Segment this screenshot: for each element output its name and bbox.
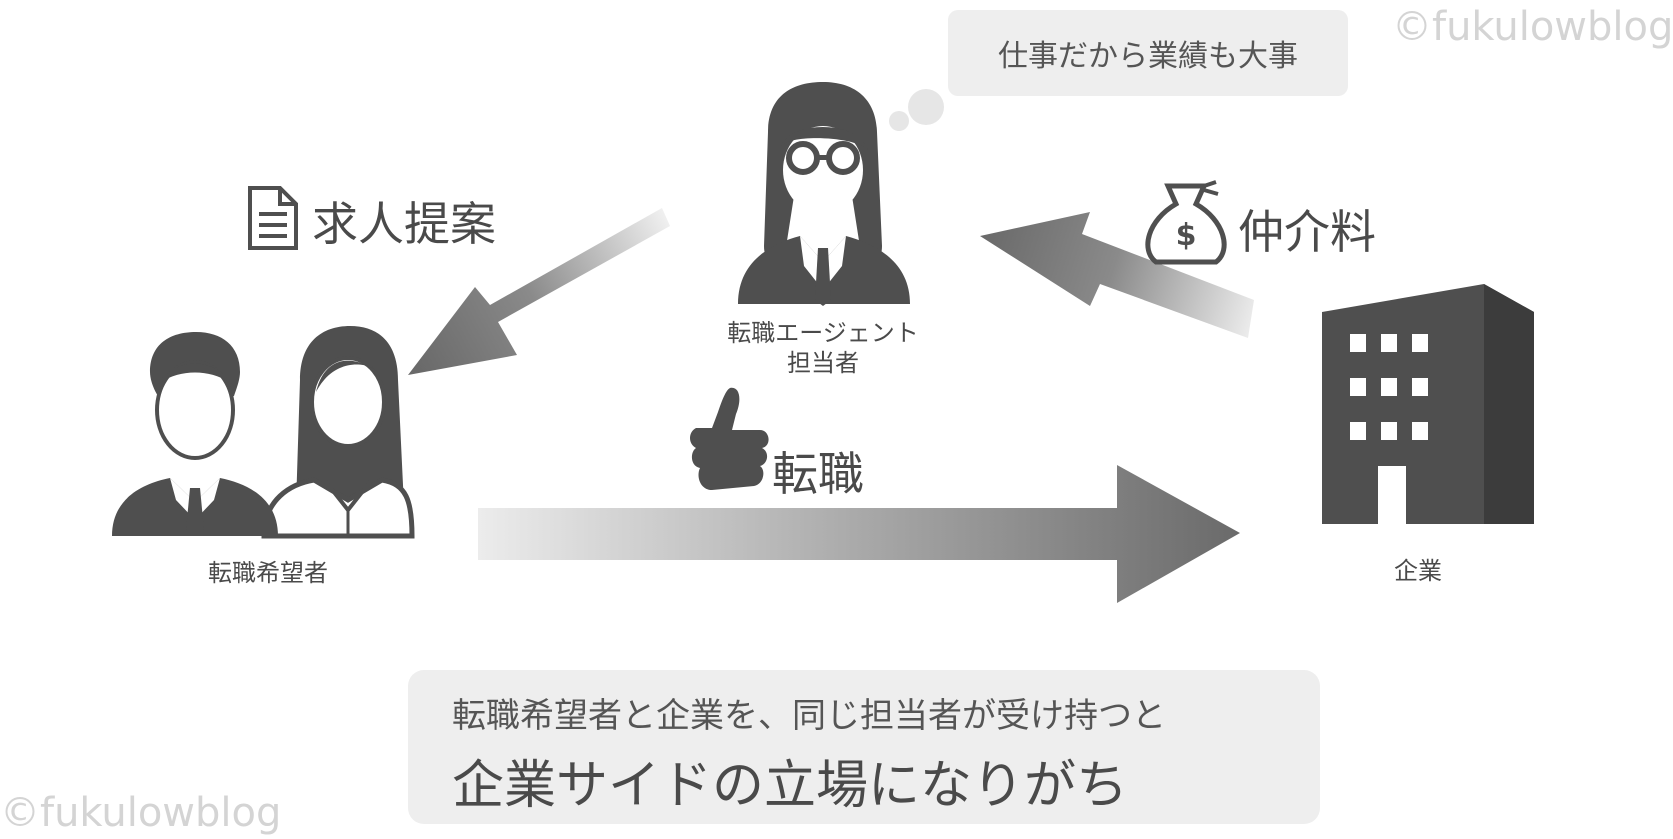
job-change-arrow <box>478 465 1240 603</box>
svg-text:$: $ <box>1176 218 1197 253</box>
job-offer-label: 求人提案 <box>312 197 496 251</box>
thought-dots <box>889 89 944 131</box>
watermark-bottom-left: ©fukulowblog <box>0 790 282 836</box>
agent-label-line2: 担当者 <box>787 349 859 377</box>
summary-box: 転職希望者と企業を、同じ担当者が受け持つと 企業サイドの立場になりがち <box>408 670 1320 824</box>
agent-person-icon <box>738 82 910 306</box>
agent-label: 転職エージェント 担当者 <box>698 318 948 378</box>
company-label: 企業 <box>1394 557 1442 585</box>
agent-label-line1: 転職エージェント <box>727 319 919 347</box>
money-bag-icon: $ <box>1145 180 1227 265</box>
job-seeker-label: 転職希望者 <box>208 559 328 587</box>
summary-line2: 企業サイドの立場になりがち <box>452 756 1129 816</box>
company-building-icon <box>1322 284 1534 524</box>
referral-fee-label: 仲介料 <box>1238 205 1376 259</box>
job-change-label: 転職 <box>772 447 864 501</box>
referral-fee-arrow <box>980 212 1254 338</box>
thought-bubble: 仕事だから業績も大事 <box>948 10 1348 96</box>
watermark-top-right: ©fukulowblog <box>1392 4 1673 50</box>
thumbs-up-icon <box>690 387 769 490</box>
document-icon <box>248 186 298 250</box>
job-seekers-icon <box>112 326 415 539</box>
job-offer-arrow <box>408 208 670 375</box>
summary-line1: 転職希望者と企業を、同じ担当者が受け持つと <box>452 696 1166 736</box>
